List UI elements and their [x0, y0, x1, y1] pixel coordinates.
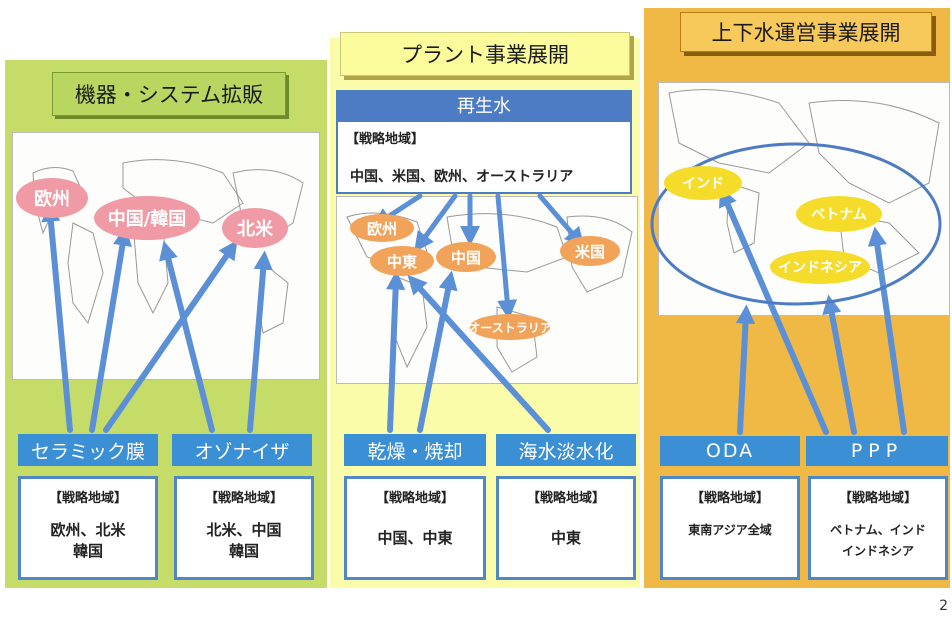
arrow-ceramic-china [89, 226, 132, 433]
strategy-content: 東南アジア全域 [688, 523, 772, 537]
region-china: 中国 [436, 242, 496, 272]
strategy-box-ozonizer: 【戦略地域】 北米、中国 韓国 [174, 476, 314, 580]
reclaimed-water-heading: 【戦略地域】 [346, 132, 425, 147]
arrow-ppp-indonesia [822, 294, 857, 435]
strategy-heading: 【戦略地域】 [48, 491, 127, 506]
strategy-heading: 【戦略地域】 [204, 491, 283, 506]
strategy-line: ベトナム、インド [830, 523, 926, 537]
strategy-box-desalination: 【戦略地域】 中東 [496, 476, 636, 580]
region-middle-east: 中東 [370, 246, 434, 276]
reclaimed-water-content: 中国、米国、欧州、オーストラリア [350, 169, 574, 185]
water-title: 上下水運営事業展開 [680, 12, 932, 52]
region-europe: 欧州 [350, 214, 414, 242]
strategy-line: インドネシア [841, 544, 914, 558]
strategy-content: ベトナム、インド インドネシア [830, 520, 926, 562]
region-indonesia: インドネシア [770, 250, 870, 284]
strategy-heading: 【戦略地域】 [375, 491, 454, 506]
strategy-box-ceramic: 【戦略地域】 欧州、北米 韓国 [18, 476, 158, 580]
arrow-drying-china [417, 270, 458, 433]
strategy-box-ppp: 【戦略地域】 ベトナム、インド インドネシア [808, 476, 948, 580]
region-china-korea: 中国/韓国 [94, 196, 200, 240]
plant-title: プラント事業展開 [340, 32, 630, 76]
strategy-heading: 【戦略地域】 [838, 491, 917, 506]
region-north-america: 北米 [222, 208, 288, 248]
arrow-oda-sea [735, 304, 756, 435]
strategy-line: 北米、中国 [206, 521, 282, 539]
reclaimed-water-box: 【戦略地域】 中国、米国、欧州、オーストラリア [336, 120, 632, 194]
strategy-box-oda: 【戦略地域】 東南アジア全域 [660, 476, 800, 580]
strategy-heading: 【戦略地域】 [526, 491, 605, 506]
oda-label: ODA [660, 436, 800, 466]
strategy-content: 北米、中国 韓国 [206, 520, 281, 562]
region-australia: オーストラリア [468, 314, 552, 340]
arrow-ceramic-northamerica [103, 240, 238, 433]
strategy-content: 中東 [550, 529, 581, 547]
arrow-ppp-india [718, 187, 829, 435]
region-vietnam: ベトナム [796, 196, 882, 232]
arrow-ozonizer-china [159, 240, 215, 433]
strategy-line: 欧州、北米 [50, 521, 126, 539]
arrow-regen-australia [495, 193, 518, 320]
strategy-content: 中国、中東 [377, 529, 453, 547]
arrow-desal-mideast [407, 274, 551, 433]
strategy-content: 欧州、北米 韓国 [50, 520, 125, 562]
ceramic-membrane-label: セラミック膜 [18, 434, 158, 466]
arrow-regen-usa [537, 193, 585, 248]
equipment-title: 機器・システム拡販 [52, 72, 286, 116]
arrow-ceramic-europe [41, 202, 73, 433]
arrow-ppp-vietnam [867, 226, 907, 435]
southeast-asia-ellipse [650, 142, 942, 306]
reclaimed-water-title: 再生水 [336, 90, 632, 120]
strategy-line: 韓国 [72, 542, 103, 560]
ozonizer-label: オゾナイザ [172, 434, 312, 466]
page-number: 2 [939, 598, 948, 614]
region-usa: 米国 [560, 236, 620, 266]
arrow-ozonizer-northamerica [247, 250, 273, 433]
strategy-heading: 【戦略地域】 [690, 491, 769, 506]
ppp-label: PPP [806, 436, 948, 466]
region-india: インド [664, 166, 742, 200]
desalination-label: 海水淡水化 [496, 434, 636, 466]
arrow-drying-mideast [386, 270, 406, 433]
drying-incineration-label: 乾燥・焼却 [344, 434, 486, 466]
strategy-box-drying: 【戦略地域】 中国、中東 [344, 476, 486, 580]
strategy-line: 韓国 [228, 542, 259, 560]
region-europe: 欧州 [16, 178, 88, 218]
arrow-regen-mideast [414, 193, 458, 253]
